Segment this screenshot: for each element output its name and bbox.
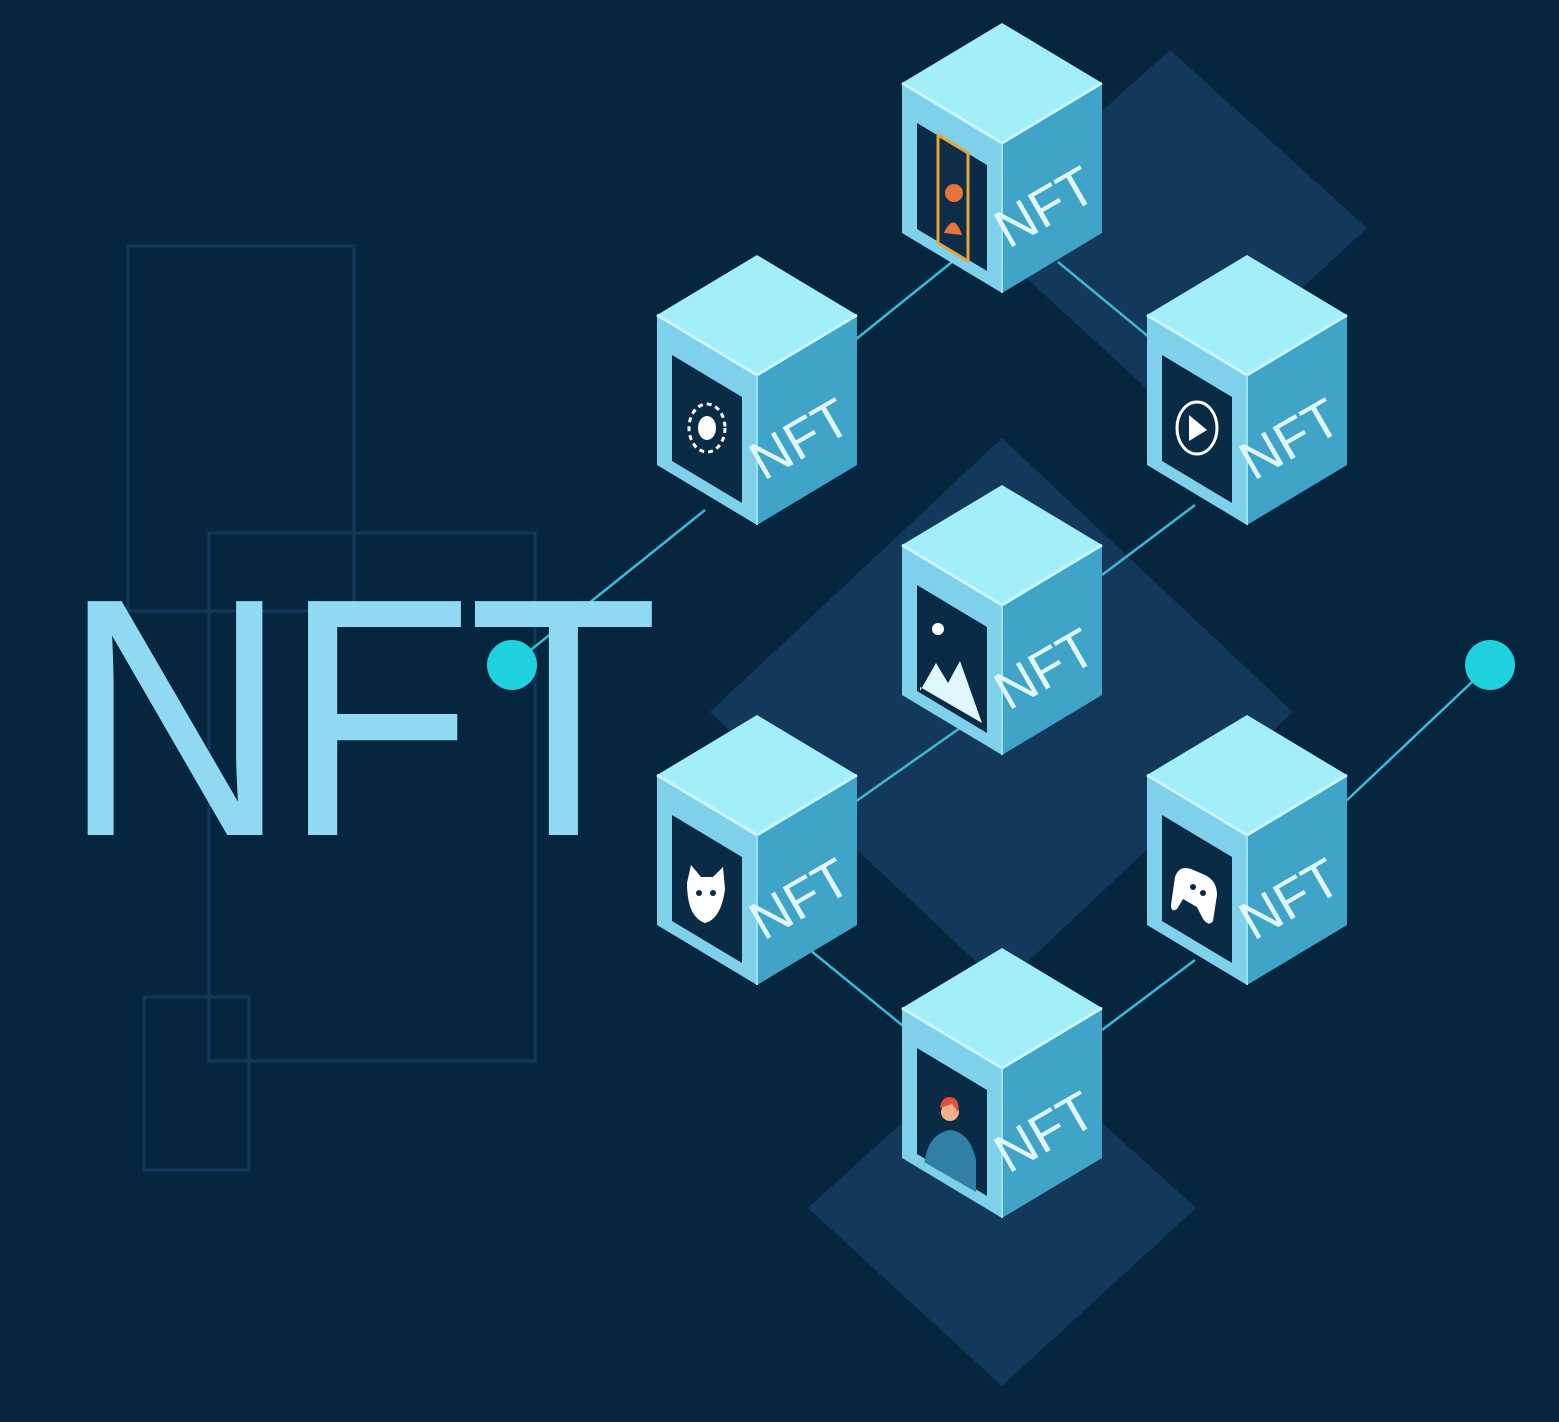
chain-link [809,949,909,1031]
chain-node-left [487,640,537,690]
headline-nft: NFT [62,528,659,908]
nft-cube-play: NFT [1145,253,1350,527]
play-icon [1175,400,1219,456]
nft-cube-landscape: NFT [900,483,1105,757]
chain-link [1101,504,1196,576]
nft-cube-gamepad: NFT [1145,713,1350,987]
background-outlines [126,244,537,1172]
outline-rect-large [207,531,537,1063]
outline-rect-tall [126,244,356,613]
nft-cube-portrait-frame: NFT [900,21,1105,295]
chain-link [511,509,706,666]
chain-link [854,726,961,804]
coin-icon [687,402,727,454]
nft-cube-person: NFT [900,946,1105,1220]
person-icon [924,1097,976,1192]
nft-cube-coin: NFT [655,253,860,527]
framed-portrait-icon [936,132,970,264]
cat-icon [687,865,725,923]
chain-link [1344,664,1491,803]
chain-link [1101,959,1196,1031]
nft-cube-cat: NFT [655,713,860,987]
gamepad-icon [1171,868,1217,924]
landscape-icon [920,623,982,723]
chain-link [854,261,953,341]
outline-rect-small [142,995,251,1172]
chain-node-right [1465,640,1515,690]
